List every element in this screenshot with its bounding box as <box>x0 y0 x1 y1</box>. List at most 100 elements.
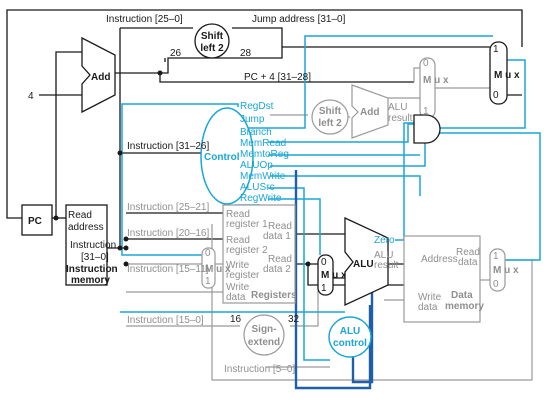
alu-control-to-alu <box>351 290 374 384</box>
diagram-label: data <box>458 257 478 268</box>
diagram-label: Address <box>421 254 458 265</box>
label-instr-25-0: Instruction [25–0] <box>106 14 183 25</box>
label-26: 26 <box>170 48 182 59</box>
diagram-label: ALU <box>340 326 361 337</box>
diagram-label: Add <box>360 107 379 118</box>
control-unit: Control <box>200 107 254 205</box>
diagram-label: data <box>226 292 246 303</box>
diagram-label: data 2 <box>263 264 291 275</box>
alu-control: ALU control <box>328 316 372 358</box>
label-28: 28 <box>240 48 252 59</box>
diagram-label: data <box>418 302 438 313</box>
diagram-label: data 1 <box>263 231 291 242</box>
diagram-label: M u x <box>494 70 520 81</box>
label-jump: Jump <box>240 114 265 125</box>
label-memread: MemRead <box>240 138 286 149</box>
diagram-label: 0 <box>493 279 499 290</box>
diagram-label: result <box>374 260 399 271</box>
diagram-label: PC <box>28 216 42 227</box>
memtoreg-mux: 1 M u x 0 <box>489 248 519 292</box>
diagram-label: M u x <box>423 75 449 86</box>
diagram-label: 1 <box>321 283 327 294</box>
diagram-label: memory <box>445 301 484 312</box>
diagram-label: Write <box>418 292 442 303</box>
label-16: 16 <box>230 314 242 325</box>
diagram-label: left 2 <box>318 118 342 129</box>
label-instr-5-0: Instruction [5–0] <box>224 364 295 375</box>
diagram-label: M u x <box>205 264 231 275</box>
label-instr-15-11: Instruction [15–11] <box>127 264 209 275</box>
diagram-label: Write <box>226 282 250 293</box>
label-branch: Branch <box>240 127 272 138</box>
regdst-mux: 0 M u x 1 <box>201 247 231 289</box>
instruction-memory: Read address Instruction [31–0] Instruct… <box>65 204 118 286</box>
diagram-label: 1 <box>493 44 499 55</box>
diagram-label: Read <box>226 235 250 246</box>
data-memory: Address Read data Write data Data memory <box>403 235 484 323</box>
label-instr-31-26: Instruction [31–26] <box>127 141 209 152</box>
diagram-label: Read <box>268 254 292 265</box>
diagram-label: Read <box>226 209 250 220</box>
diagram-label: M u x <box>321 270 347 281</box>
pc-adder: Add <box>81 36 116 114</box>
diagram-label: extend <box>248 337 280 348</box>
diagram-label: Zero <box>374 235 395 246</box>
branch-and-gate <box>413 114 441 144</box>
diagram-label: Control <box>204 152 240 163</box>
diagram-label: control <box>333 338 367 349</box>
diagram-label: Shift <box>201 31 224 42</box>
diagram-label: Read <box>456 247 480 258</box>
label-alusrc: ALUSrc <box>240 182 274 193</box>
diagram-label: Data <box>451 290 473 301</box>
diagram-label: Shift <box>319 106 342 117</box>
alusrc-mux: 0 M u x 1 <box>317 254 347 296</box>
diagram-label: 1 <box>423 106 429 117</box>
diagram-label: Sign- <box>252 324 277 335</box>
diagram-label: [31–0] <box>81 252 109 263</box>
diagram-label: 0 <box>423 58 429 69</box>
label-instr-20-16: Instruction [20–16] <box>127 228 209 239</box>
diagram-label: Read <box>268 221 292 232</box>
label-instr-15-0: Instruction [15–0] <box>127 315 204 326</box>
diagram-label: Instruction <box>70 240 116 251</box>
shift-left-2-jump: Shift left 2 <box>194 23 230 59</box>
diagram-label: 0 <box>321 257 327 268</box>
pc-register: PC <box>21 204 53 236</box>
diagram-label: 1 <box>493 251 499 262</box>
diagram-label: 0 <box>493 90 499 101</box>
label-regwrite: RegWrite <box>240 193 282 204</box>
diagram-label: Write <box>226 260 250 271</box>
aluop-bus <box>294 170 372 390</box>
label-four: 4 <box>28 91 34 102</box>
diagram-label: 1 <box>205 276 211 287</box>
diagram-label: Add <box>91 72 110 83</box>
label-instr-25-21: Instruction [25–21] <box>127 202 209 213</box>
diagram-label: Registers <box>251 290 297 301</box>
label-pc4: PC + 4 [31–28] <box>244 72 311 83</box>
diagram-label: ALU <box>353 259 374 270</box>
diagram-label: M u x <box>493 265 519 276</box>
register-file: Read register 1 Read register 2 Write re… <box>222 204 297 304</box>
diagram-label: ALU <box>388 102 407 113</box>
diagram-label: Instruction <box>66 264 118 275</box>
label-memwrite: MemWrite <box>240 171 286 182</box>
active-wires <box>6 9 523 286</box>
label-memtoreg: MemtoReg <box>240 149 289 160</box>
diagram-label: ALU <box>374 250 393 261</box>
branch-adder: Add ALU result <box>351 84 413 139</box>
diagram-label: register 2 <box>226 245 268 256</box>
label-aluop: ALUOp <box>240 160 273 171</box>
shift-left-2-branch: Shift left 2 <box>311 99 349 135</box>
diagram-label: register <box>226 270 260 281</box>
jump-mux: M u x 1 0 <box>489 41 520 105</box>
diagram-label: result <box>388 113 413 124</box>
label-32: 32 <box>288 314 300 325</box>
diagram-label: Read <box>68 210 92 221</box>
diagram-label: register 1 <box>226 219 268 230</box>
label-jump-address: Jump address [31–0] <box>252 14 346 25</box>
junction-dots <box>53 70 311 267</box>
diagram-label: memory <box>71 275 110 286</box>
diagram-label: left 2 <box>200 43 224 54</box>
